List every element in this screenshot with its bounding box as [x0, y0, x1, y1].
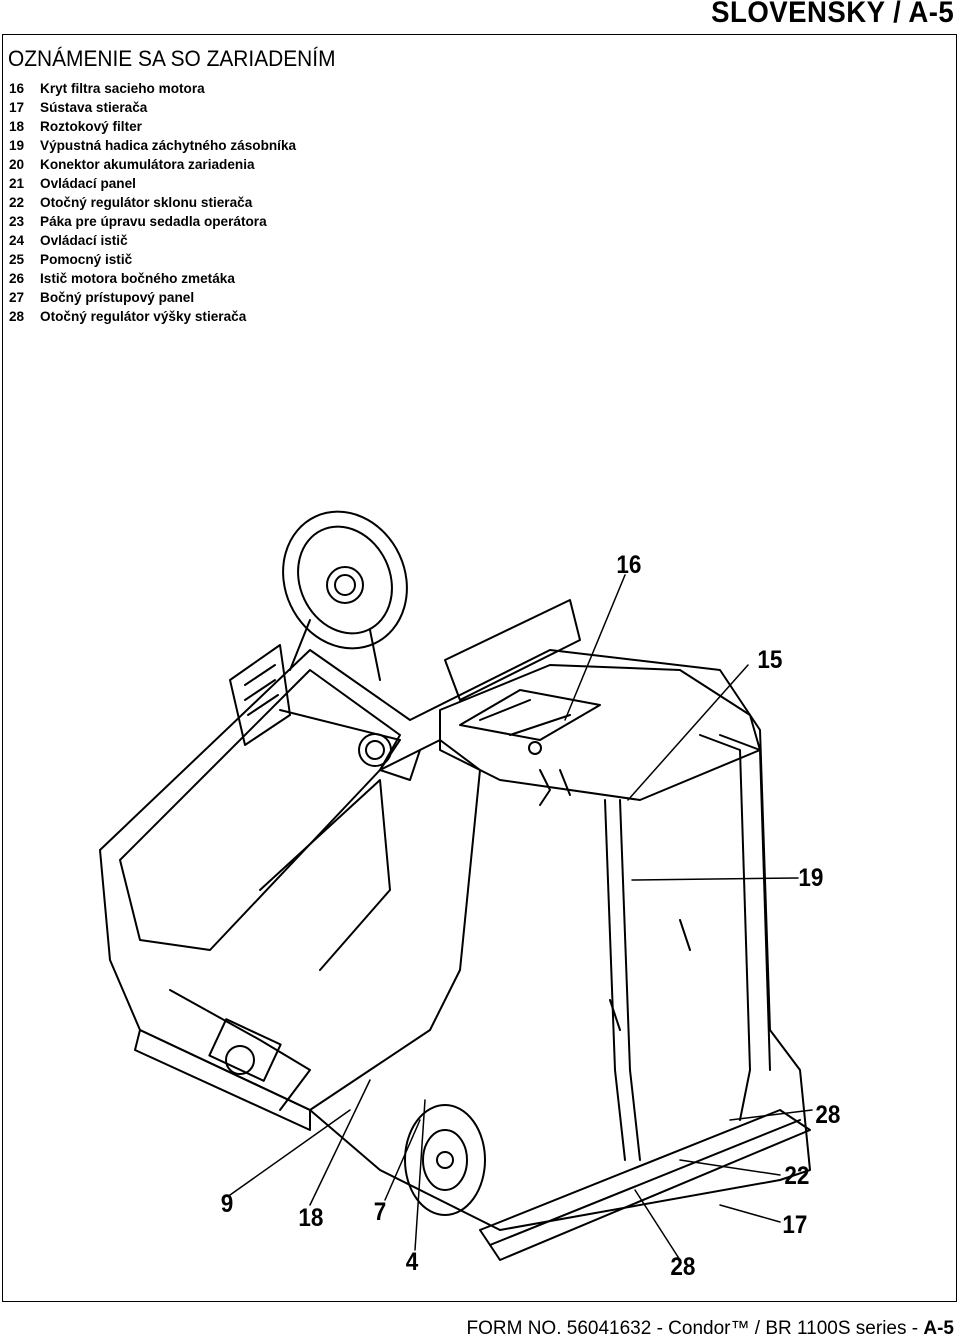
callout-label: 22 [784, 1162, 810, 1190]
chassis-inner [119, 669, 401, 951]
callout-label: 16 [616, 551, 642, 579]
leader-line [384, 1119, 421, 1201]
leader-line [679, 1159, 781, 1176]
leader-line [229, 1109, 351, 1196]
steering-wheel-inner [297, 525, 393, 635]
callout-label: 19 [798, 864, 824, 892]
callout-label: 4 [405, 1248, 419, 1276]
leader-line [719, 1204, 781, 1223]
leader-line [564, 574, 626, 721]
callout-label: 28 [815, 1101, 841, 1129]
callout-label: 9 [220, 1190, 234, 1218]
steering-wheel [282, 510, 408, 650]
leader-line [627, 664, 749, 801]
leader-line [729, 1109, 813, 1121]
side-body [309, 739, 481, 1111]
solution-fill-cap [358, 733, 392, 767]
leader-line [414, 1099, 426, 1251]
machine-illustration [99, 510, 813, 1261]
callout-label: 15 [757, 646, 783, 674]
callout-label: 28 [670, 1253, 696, 1281]
control-panel [229, 644, 291, 746]
steering-column [289, 619, 381, 681]
leader-line [634, 1189, 681, 1261]
leader-line [631, 877, 799, 881]
brush-deck [134, 1029, 311, 1131]
footer-page-number: A-5 [923, 1318, 954, 1339]
callout-label: 7 [373, 1198, 387, 1226]
footer-form-number: FORM NO. 56041632 - Condor™ / BR 1100S s… [466, 1318, 924, 1339]
callout-label: 18 [298, 1204, 324, 1232]
page-header-language: SLOVENSKY / A-5 [710, 0, 954, 29]
content-frame [2, 34, 957, 1302]
rear-wheel [404, 1104, 486, 1216]
section-title: OZNÁMENIE SA SO ZARIADENÍM [8, 46, 336, 71]
front-body [279, 709, 421, 781]
steering-hub [326, 566, 364, 604]
vacuum-filter-cover [459, 689, 601, 741]
page-footer: FORM NO. 56041632 - Condor™ / BR 1100S s… [466, 1318, 954, 1340]
callout-label: 17 [782, 1211, 808, 1239]
squeegee-assembly [479, 1109, 811, 1261]
leader-line [309, 1079, 371, 1206]
drain-hose [604, 799, 641, 1161]
seat-back [444, 599, 581, 701]
